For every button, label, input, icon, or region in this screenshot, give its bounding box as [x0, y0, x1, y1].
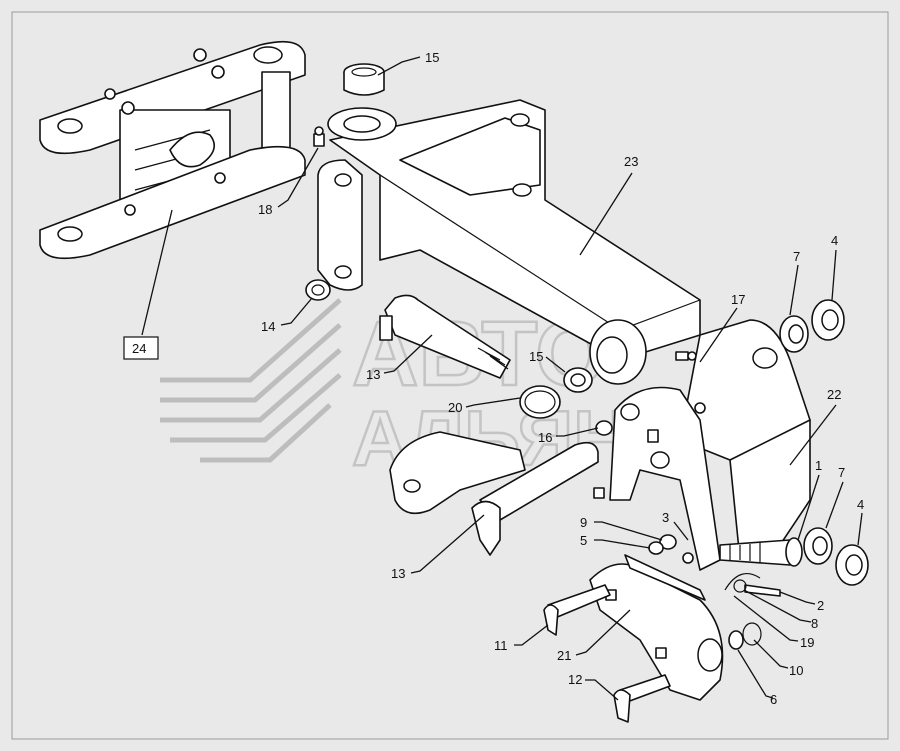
callout-6: 6	[770, 692, 777, 707]
callout-2: 2	[817, 598, 824, 613]
part-15-bushing-top	[343, 63, 385, 96]
callout-17: 17	[731, 292, 745, 307]
callout-13-lower: 13	[391, 566, 405, 581]
callout-23: 23	[624, 154, 638, 169]
callout-labels: 15 23 18 24 14 13 15 20 16 13 7 4 17 22 …	[132, 50, 864, 707]
callout-11: 11	[494, 638, 508, 653]
part-15-bushing-lower	[563, 367, 593, 393]
callout-4-lower: 4	[857, 497, 864, 512]
callout-21: 21	[557, 648, 571, 663]
callout-13-upper: 13	[366, 367, 380, 382]
callout-15-top: 15	[425, 50, 439, 65]
callout-24-box	[123, 336, 159, 360]
callout-19: 19	[800, 635, 814, 650]
part-17-grease-nipple	[675, 351, 697, 361]
callout-3: 3	[662, 510, 669, 525]
callout-16: 16	[538, 430, 552, 445]
callout-22: 22	[827, 387, 841, 402]
callout-1: 1	[815, 458, 822, 473]
callout-18: 18	[258, 202, 272, 217]
part-5-washer	[648, 541, 664, 555]
part-6-ring	[728, 630, 744, 650]
part-2-screw	[744, 584, 781, 597]
part-16-nut	[595, 420, 613, 436]
part-14-bushing	[305, 279, 331, 301]
leader-lines	[141, 56, 863, 701]
callout-14: 14	[261, 319, 275, 334]
callout-10: 10	[789, 663, 803, 678]
part-3-nut	[682, 552, 694, 564]
part-9-washer	[659, 534, 677, 550]
part-10-ring	[742, 622, 762, 646]
part-11-pin	[543, 584, 611, 636]
part-8-washer	[733, 579, 747, 593]
callout-12: 12	[568, 672, 582, 687]
callout-20: 20	[448, 400, 462, 415]
part-1-bolt	[719, 537, 803, 567]
callout-24: 24	[132, 341, 146, 356]
part-12-pin	[613, 674, 671, 723]
part-23-main-beam	[317, 99, 701, 385]
callout-7-upper: 7	[793, 249, 800, 264]
part-24-clamp-assembly	[39, 40, 306, 260]
part-19-spring-clip	[724, 572, 761, 591]
part-13-pin-lower	[389, 431, 599, 556]
callout-8: 8	[811, 616, 818, 631]
part-18-grease-nipple	[313, 126, 325, 147]
part-13-pin-upper	[379, 294, 511, 379]
hitch-jaw	[593, 386, 721, 571]
part-21-link-plate	[589, 554, 724, 701]
callout-4-upper: 4	[831, 233, 838, 248]
callout-5: 5	[580, 533, 587, 548]
callout-15-lower: 15	[529, 349, 543, 364]
callout-7-lower: 7	[838, 465, 845, 480]
callout-9: 9	[580, 515, 587, 530]
drawing-frame	[11, 11, 889, 740]
part-22-bracket	[679, 319, 811, 561]
